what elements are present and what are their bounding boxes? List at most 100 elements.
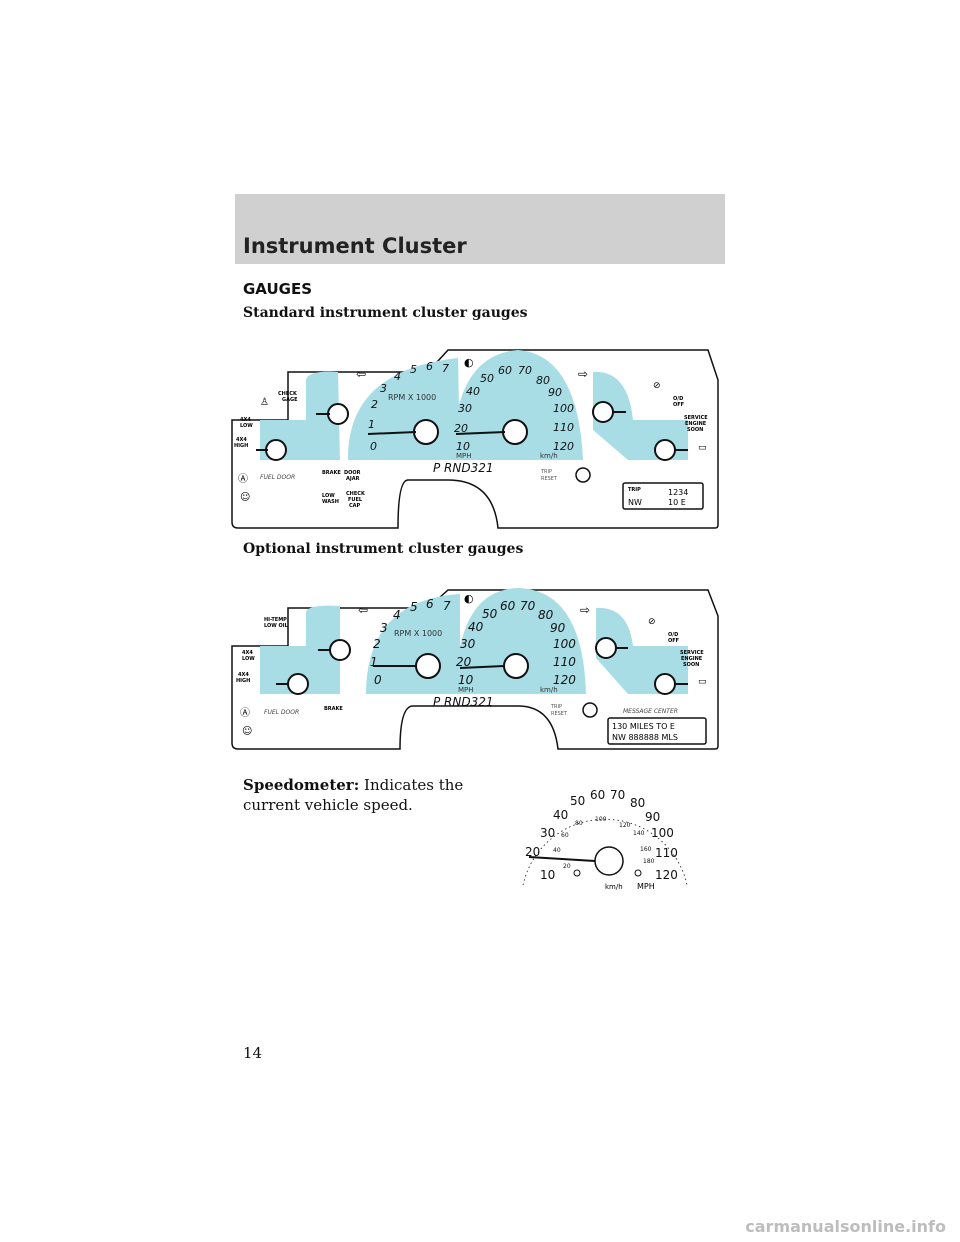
speedometer-mph-60: 60 bbox=[590, 788, 605, 802]
opt-4x4-high-label-1: 4X4 bbox=[238, 672, 249, 678]
opt-temp-pivot bbox=[329, 639, 351, 661]
airbag-icon: ☺ bbox=[240, 492, 250, 503]
trip-value: 1234 bbox=[668, 488, 688, 497]
opt-tach-label-0: 0 bbox=[374, 673, 382, 687]
speedometer-term: Speedometer: bbox=[243, 776, 360, 794]
footer-watermark: carmanualsonline.info bbox=[745, 1217, 946, 1236]
opt-kmh-label: km/h bbox=[540, 686, 558, 694]
speedometer-kmh-40: 40 bbox=[553, 847, 561, 854]
opt-fuel-door-label: FUEL DOOR bbox=[264, 709, 299, 716]
speedo-mph-120: 120 bbox=[553, 440, 574, 453]
speedometer-kmh-unit: km/h bbox=[605, 883, 623, 891]
speedometer-kmh-80: 80 bbox=[575, 820, 583, 827]
standard-cluster-figure: 0 1 2 3 4 5 6 7 RPM X 1000 10 20 30 40 5… bbox=[231, 349, 719, 529]
opt-battery-icon: ▭ bbox=[698, 677, 707, 687]
service-label-3: SOON bbox=[687, 427, 703, 433]
service-label-1: SERVICE bbox=[684, 415, 708, 421]
tach-label-6: 6 bbox=[426, 360, 433, 373]
opt-prndl-indicator: P RND321 bbox=[433, 695, 494, 709]
oil-gauge-pivot bbox=[654, 439, 676, 461]
opt-mph-label: MPH bbox=[458, 686, 474, 694]
right-gauge-fill bbox=[593, 371, 688, 460]
header-band: Instrument Cluster bbox=[235, 194, 725, 264]
speedometer-kmh-100: 100 bbox=[595, 816, 607, 823]
opt-speedo-120: 120 bbox=[553, 673, 576, 687]
opt-speedo-100: 100 bbox=[553, 637, 576, 651]
opt-od-off-label-2: OFF bbox=[668, 638, 679, 644]
opt-abs-icon: Ⓐ bbox=[240, 707, 250, 719]
speedometer-mph-110: 110 bbox=[655, 846, 678, 860]
speedometer-figure: 10 20 30 40 50 60 70 80 90 100 110 120 2… bbox=[522, 788, 688, 891]
service-label-2: ENGINE bbox=[685, 421, 707, 427]
speedometer-mph-90: 90 bbox=[645, 810, 660, 824]
od-off-label-1: O/D bbox=[673, 396, 683, 402]
speedometer-mph-50: 50 bbox=[570, 794, 585, 808]
gauge-fill bbox=[260, 371, 340, 460]
speedo-mph-30: 30 bbox=[458, 402, 472, 415]
message-line-2: NW 888888 MLS bbox=[612, 733, 678, 742]
check-fuel-cap-label-3: CAP bbox=[349, 503, 361, 509]
message-center-label: MESSAGE CENTER bbox=[623, 708, 678, 715]
4x4-low-label-1: 4X4 bbox=[240, 417, 251, 423]
opt-headlamp-icon: ◐ bbox=[464, 592, 474, 605]
check-fuel-cap-label-2: FUEL bbox=[348, 497, 363, 503]
opt-service-label-3: SOON bbox=[683, 662, 699, 668]
rpm-label: RPM X 1000 bbox=[388, 393, 436, 402]
opt-tach-label-6: 6 bbox=[426, 597, 434, 611]
opt-trip-reset-label-2: RESET bbox=[551, 711, 568, 717]
check-fuel-cap-label-1: CHECK bbox=[346, 491, 366, 497]
4x4-high-label-2: HIGH bbox=[234, 443, 248, 449]
opt-brake-label: BRAKE bbox=[324, 706, 343, 712]
opt-4x4-low-label-1: 4X4 bbox=[242, 650, 253, 656]
speedometer-kmh-20: 20 bbox=[563, 863, 571, 870]
opt-speedo-10: 10 bbox=[458, 673, 474, 687]
opt-airbag-icon: ☺ bbox=[242, 726, 252, 737]
optional-cluster-figure: 0 1 2 3 4 5 6 7 RPM X 1000 10 20 30 40 5… bbox=[231, 588, 719, 750]
opt-speedo-90: 90 bbox=[550, 621, 566, 635]
abs-icon: Ⓐ bbox=[238, 473, 248, 485]
tach-label-1: 1 bbox=[368, 418, 375, 431]
page-header-title: Instrument Cluster bbox=[243, 234, 467, 258]
opt-tach-label-1: 1 bbox=[370, 655, 378, 669]
trip-reset-button[interactable] bbox=[575, 467, 591, 483]
standard-caption: Standard instrument cluster gauges bbox=[243, 305, 528, 321]
tach-label-7: 7 bbox=[442, 362, 449, 375]
opt-service-label-1: SERVICE bbox=[680, 650, 704, 656]
turn-right-icon: ⇨ bbox=[578, 367, 588, 381]
speedo-mph-110: 110 bbox=[553, 421, 574, 434]
check-engine-icon: ⊘ bbox=[653, 381, 661, 391]
check-gage-label-2: GAGE bbox=[282, 397, 298, 403]
opt-turn-right-icon: ⇨ bbox=[580, 603, 590, 617]
opt-oil-pivot bbox=[654, 673, 676, 695]
hi-temp-label-1: HI-TEMP bbox=[264, 617, 287, 623]
trip-display bbox=[622, 482, 704, 510]
speedometer-pivot bbox=[594, 846, 624, 876]
4x4-low-label-2: LOW bbox=[240, 423, 253, 429]
trip-label: TRIP bbox=[628, 487, 641, 493]
speedometer-mph-70: 70 bbox=[610, 788, 625, 802]
tach-label-4: 4 bbox=[394, 370, 401, 383]
opt-speedo-110: 110 bbox=[553, 655, 576, 669]
speedometer-mph-100: 100 bbox=[651, 826, 674, 840]
speedometer-odo-reset bbox=[573, 869, 581, 877]
opt-4x4-high-label-2: HIGH bbox=[236, 678, 250, 684]
speedo-mph-70: 70 bbox=[518, 364, 532, 377]
speedo-mph-80: 80 bbox=[536, 374, 550, 387]
opt-speedo-needle bbox=[459, 665, 505, 669]
speedometer-tick-arc bbox=[522, 818, 688, 886]
door-ajar-label-2: AJAR bbox=[346, 476, 360, 482]
door-ajar-label-1: DOOR bbox=[344, 470, 361, 476]
opt-trip-reset-button[interactable] bbox=[582, 702, 598, 718]
speedometer-kmh-60: 60 bbox=[561, 832, 569, 839]
tach-needle bbox=[367, 431, 417, 435]
temp-gauge-pivot bbox=[327, 403, 349, 425]
speedo-mph-20: 20 bbox=[454, 422, 468, 435]
tach-label-2: 2 bbox=[371, 398, 378, 411]
opt-turn-left-icon: ⇦ bbox=[358, 603, 368, 617]
opt-fuel-pivot bbox=[287, 673, 309, 695]
opt-4x4-low-label-2: LOW bbox=[242, 656, 255, 662]
speedometer-kmh-160: 160 bbox=[640, 846, 652, 853]
speedo-mph-50: 50 bbox=[480, 372, 494, 385]
low-wash-label-2: WASH bbox=[322, 499, 339, 505]
speedometer-mph-30: 30 bbox=[540, 826, 555, 840]
